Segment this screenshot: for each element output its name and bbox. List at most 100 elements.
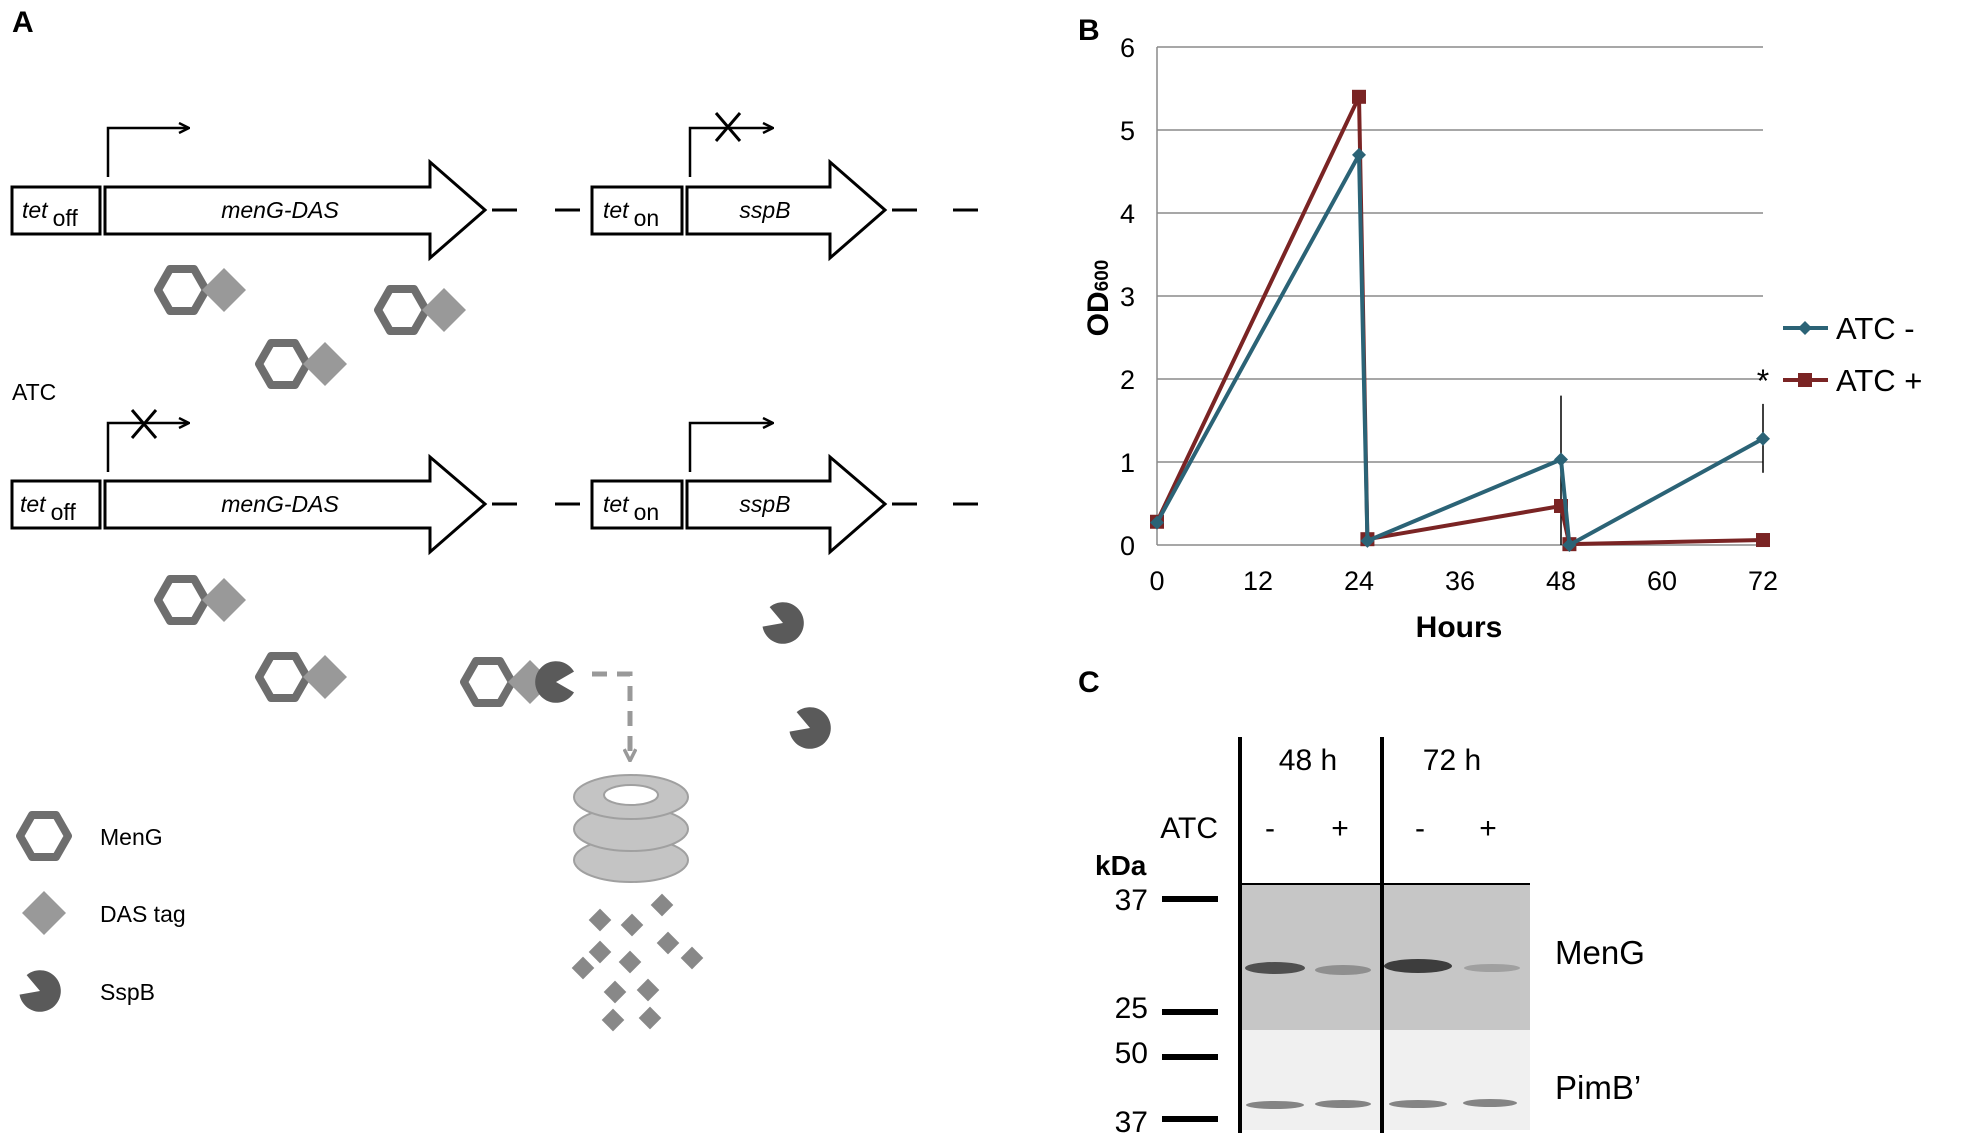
chart-axes (1156, 47, 1763, 546)
marker-label-25: 25 (1115, 992, 1148, 1025)
gene-label-mengdas: menG-DAS (221, 197, 339, 223)
x-tick-label: 36 (1445, 566, 1475, 596)
block-cross-icon (714, 112, 742, 142)
legend-pacman-icon (15, 965, 67, 1018)
gene-arrow-mengdas (103, 453, 488, 556)
transcription-arrow-active (106, 128, 188, 177)
marker-label-37-top: 37 (1115, 884, 1148, 917)
legend-swatch-marker (1798, 321, 1812, 335)
legend-label: ATC - (1836, 311, 1915, 346)
significance-asterisk: * (1757, 363, 1769, 399)
x-tick-label: 72 (1748, 566, 1778, 596)
panel-c: C 48 h 72 h ATC - + - + kDa 37 25 (1078, 666, 1645, 1139)
panel-c-label: C (1078, 666, 1100, 699)
y-tick-label: 2 (1120, 365, 1135, 395)
band (1384, 959, 1452, 973)
atc-row-label: ATC (1160, 812, 1218, 845)
block-cross-icon (130, 409, 158, 439)
lane-label-48h-plus: + (1331, 812, 1349, 845)
degraded-peptides-icon (571, 893, 704, 1032)
mengdas-protein-icon (259, 655, 347, 699)
marker-label-50: 50 (1115, 1037, 1148, 1070)
data-point (1562, 538, 1577, 552)
sspb-protein-icon (785, 702, 837, 755)
x-tick-label: 12 (1243, 566, 1273, 596)
y-tick-label: 0 (1120, 531, 1135, 561)
data-point (1352, 147, 1366, 162)
protease-icon (573, 774, 689, 883)
transcription-arrow-blocked (688, 128, 772, 177)
legend-label: ATC + (1836, 363, 1922, 398)
band (1464, 964, 1520, 972)
band (1246, 1101, 1304, 1109)
chart-gridlines (1157, 46, 1763, 463)
gene-label-sspb: sspB (739, 197, 790, 223)
mengdas-protein-icon (158, 578, 246, 622)
data-point (1360, 533, 1375, 548)
lane-label-72h-minus: - (1415, 812, 1425, 845)
y-tick-label: 3 (1120, 282, 1135, 312)
y-tick-label: 1 (1120, 448, 1135, 478)
chart-legend: ATC - ATC + (1783, 311, 1922, 398)
band (1315, 965, 1371, 975)
gene-arrow-sspb (685, 158, 888, 262)
x-tick-label: 0 (1149, 566, 1164, 596)
panel-a-label: A (12, 6, 34, 39)
legend-hexagon-icon (20, 815, 68, 857)
y-tick-label: 5 (1120, 116, 1135, 146)
band-label-pimb: PimB’ (1555, 1069, 1641, 1106)
meng-bands (1245, 959, 1520, 975)
series-line (1155, 94, 1764, 547)
promoter-tet-on-box (590, 185, 684, 236)
sspb-protein-icon (758, 597, 810, 650)
y-tick-label: 4 (1120, 199, 1135, 229)
y-tick-label: 6 (1120, 33, 1135, 63)
legend-label-sspb: SspB (100, 979, 155, 1005)
promoter-tet-off-box (10, 479, 102, 530)
gene-arrow-mengdas (103, 158, 488, 262)
kda-unit-label: kDa (1095, 850, 1147, 881)
series-line (1155, 152, 1764, 547)
pimb-bands (1246, 1099, 1517, 1109)
promoter-tet-on-box (590, 479, 684, 530)
x-axis-title: Hours (1416, 611, 1503, 644)
data-point (1756, 431, 1770, 446)
degradation-arrow (592, 671, 630, 755)
marker-label-37-bottom: 37 (1115, 1106, 1148, 1139)
meng-blot-image (1240, 884, 1530, 1030)
timepoint-label-72h: 72 h (1423, 744, 1481, 777)
legend-label-das-tag: DAS tag (100, 901, 186, 927)
gene-label-sspb: sspB (739, 491, 790, 517)
mengdas-sspb-complex-icon (464, 660, 574, 704)
mengdas-protein-icon (259, 342, 347, 386)
y-axis-title: OD600 (1082, 260, 1115, 337)
legend-diamond-icon (22, 891, 66, 935)
lane-label-48h-minus: - (1265, 812, 1275, 845)
transcription-arrow-blocked (106, 423, 188, 472)
mengdas-protein-icon (378, 288, 466, 332)
chart-series (1150, 89, 1770, 552)
legend-label-meng: MenG (100, 824, 163, 850)
mengdas-protein-icon (158, 268, 246, 312)
data-point (1554, 452, 1568, 467)
panel-b-label: B (1078, 14, 1100, 47)
pimb-blot-image (1240, 1030, 1530, 1130)
band (1245, 962, 1305, 974)
gene-arrow-sspb (685, 453, 888, 556)
panel-a-legend: MenG DAS tag SspB (15, 815, 186, 1018)
atc-condition-label: ATC (12, 379, 56, 405)
timepoint-label-48h: 48 h (1279, 744, 1337, 777)
data-point (1756, 533, 1770, 548)
lane-label-72h-plus: + (1479, 812, 1497, 845)
band (1463, 1099, 1517, 1107)
band (1389, 1100, 1447, 1108)
